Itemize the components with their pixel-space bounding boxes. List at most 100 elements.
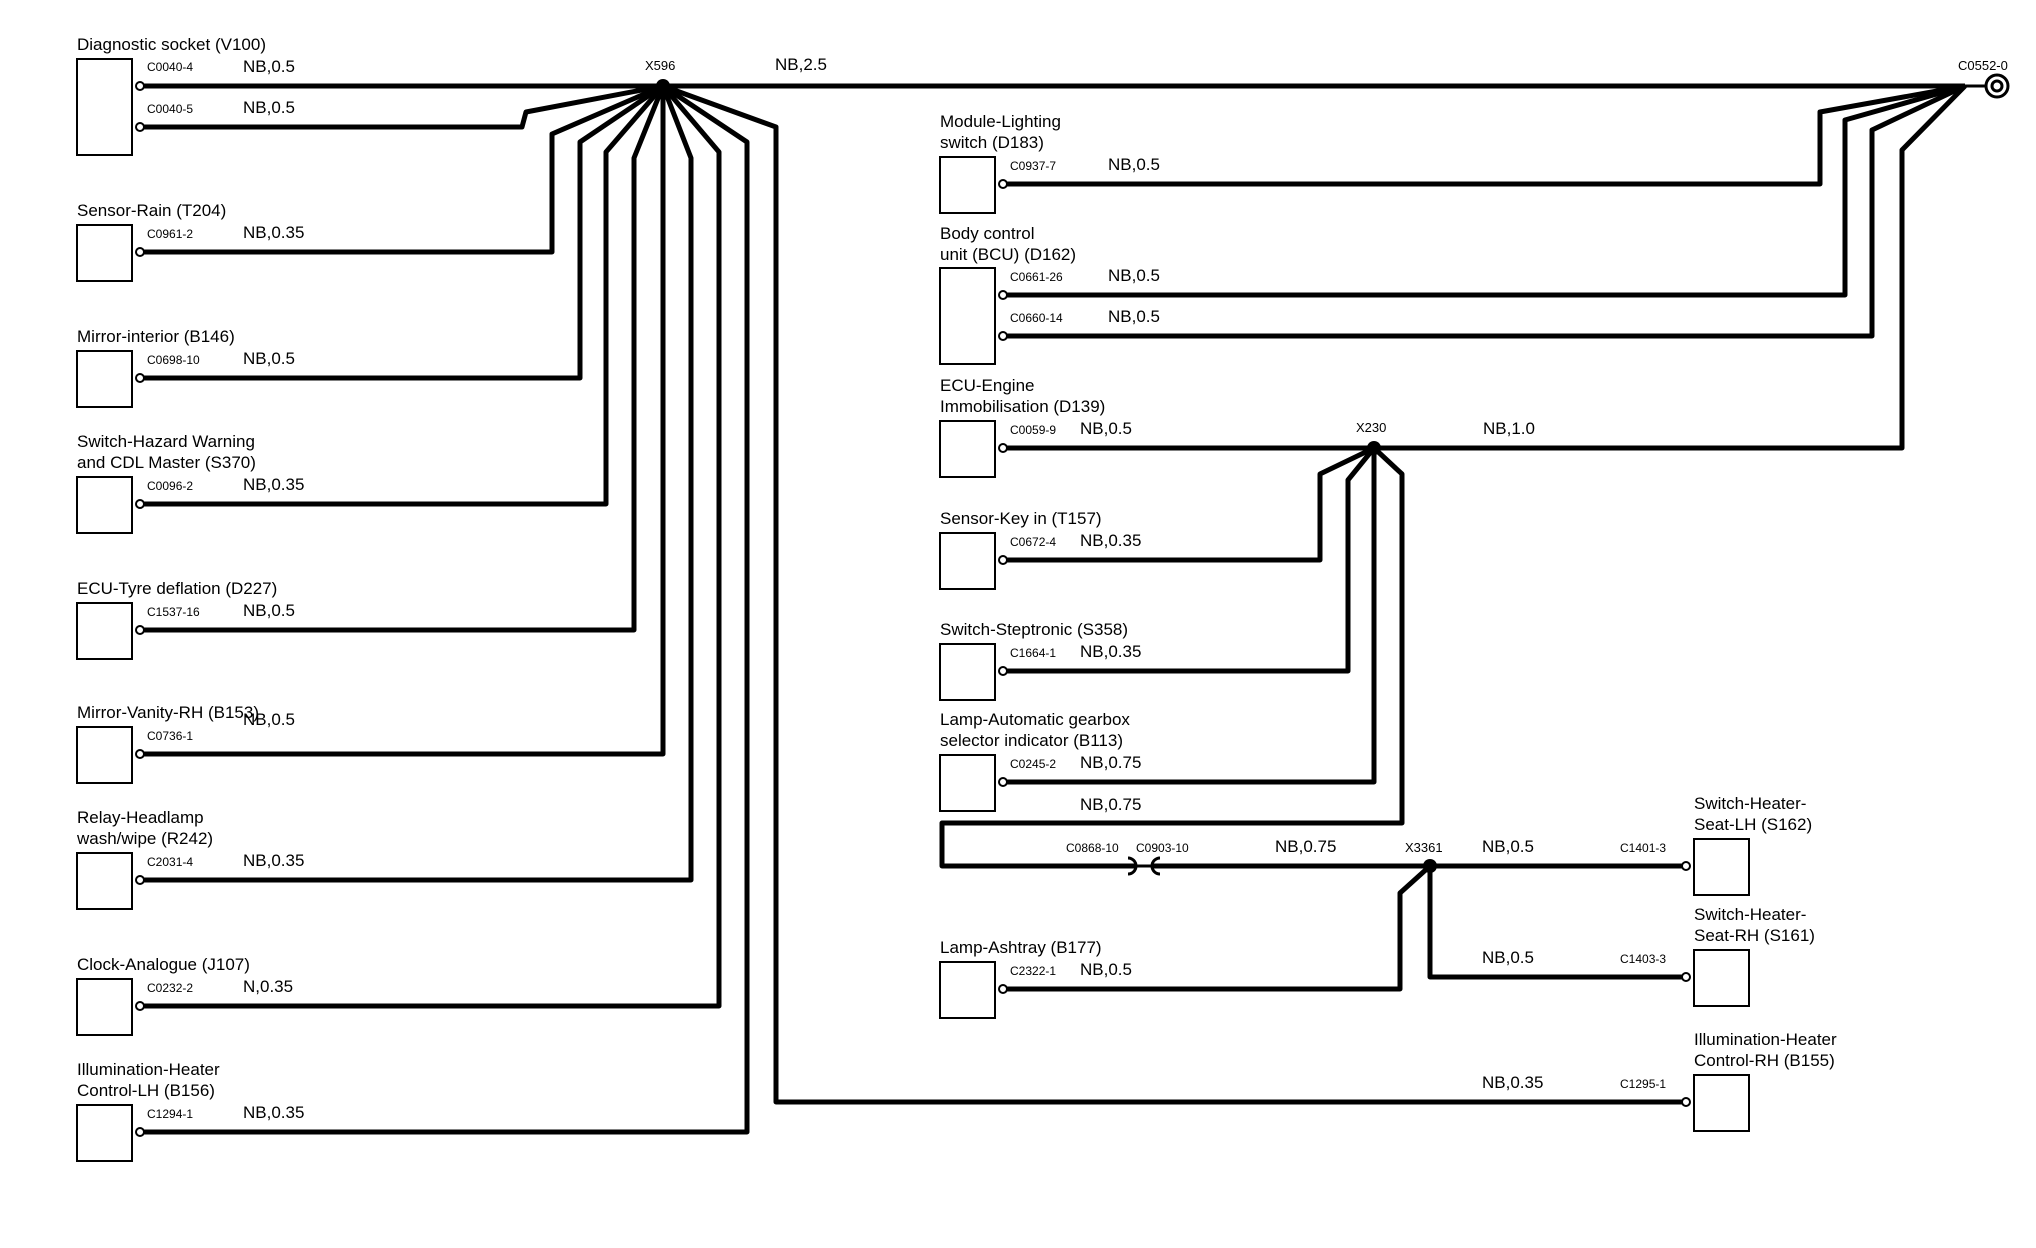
wire-d162-pin26 [1003,83,1966,298]
d139-label-line1: ECU-Engine [940,376,1035,395]
v100-pin4-label: C0040-4 [147,60,193,74]
b177-pin-label: C2322-1 [1010,964,1056,978]
splice-x596 [656,79,670,93]
d162-pin14-label: C0660-14 [1010,311,1063,325]
wire-b146 [140,83,665,381]
wire-t157 [1003,445,1376,563]
s370-label-line2: and CDL Master (S370) [77,453,256,472]
wire-d162-pin14 [1003,83,1967,339]
s358-label: Switch-Steptronic (S358) [940,620,1128,639]
v100-label: Diagnostic socket (V100) [77,35,266,54]
s162-label-line2: Seat-LH (S162) [1694,815,1812,834]
splice-x3361 [1423,859,1437,873]
d162-wire14-label: NB,0.5 [1108,307,1160,326]
b156-wire-label: NB,0.35 [243,1103,304,1122]
wire-b177 [1003,864,1432,992]
wire-s370 [140,84,665,507]
d227-label: ECU-Tyre deflation (D227) [77,579,277,598]
b177-label: Lamp-Ashtray (B177) [940,938,1102,957]
wire-d183 [1003,83,1966,187]
wire-v100-pin5 [140,83,664,130]
inline-connector-icon [1127,856,1161,876]
x230-ground-wire-label: NB,1.0 [1483,419,1535,438]
b153-wire-label: NB,0.5 [243,710,295,729]
b177-box [939,961,996,1019]
s161-label-line1: Switch-Heater- [1694,905,1806,924]
t204-label: Sensor-Rain (T204) [77,201,226,220]
d227-pin-label: C1537-16 [147,605,200,619]
s370-label-line1: Switch-Hazard Warning [77,432,255,451]
d162-label-line2: unit (BCU) (D162) [940,245,1076,264]
v100-wire4-label: NB,0.5 [243,57,295,76]
j107-wire-label: N,0.35 [243,977,293,996]
t204-box [76,224,133,282]
b155-wire-label: NB,0.35 [1482,1073,1543,1092]
b146-label: Mirror-interior (B146) [77,327,235,346]
b146-box [76,350,133,408]
b177-wire-label: NB,0.5 [1080,960,1132,979]
splice-x230-label: X230 [1356,420,1386,435]
d162-wire26-label: NB,0.5 [1108,266,1160,285]
d162-pin26-label: C0661-26 [1010,270,1063,284]
s370-wire-label: NB,0.35 [243,475,304,494]
r242-box [76,852,133,910]
s162-wire-label: NB,0.5 [1482,837,1534,856]
s161-label-line2: Seat-RH (S161) [1694,926,1815,945]
splice-x3361-label: X3361 [1405,840,1443,855]
ground-connector-icon [1965,73,2010,99]
s162-label-line1: Switch-Heater- [1694,794,1806,813]
t157-label: Sensor-Key in (T157) [940,509,1102,528]
v100-box [76,58,133,156]
b113-loop-wire-label: NB,0.75 [1080,795,1141,814]
b155-box [1693,1074,1750,1132]
wire-s161 [1427,866,1686,980]
d162-label-line1: Body control [940,224,1035,243]
splice-x596-label: X596 [645,58,675,73]
d139-wire-label: NB,0.5 [1080,419,1132,438]
s162-box [1693,838,1750,896]
inline-left-label: C0868-10 [1066,841,1119,855]
s161-wire-label: NB,0.5 [1482,948,1534,967]
wire-s358 [1003,446,1376,674]
b113-label-line2: selector indicator (B113) [940,731,1123,750]
d139-label-line2: Immobilisation (D139) [940,397,1105,416]
wire-x230-loop [939,446,1405,869]
d227-box [76,602,133,660]
r242-pin-label: C2031-4 [147,855,193,869]
pin-terminals [135,81,1691,1137]
b146-wire-label: NB,0.5 [243,349,295,368]
b156-pin-label: C1294-1 [147,1107,193,1121]
b155-label-line1: Illumination-Heater [1694,1030,1837,1049]
ground-label: C0552-0 [1958,58,2008,73]
s370-box [76,476,133,534]
d227-wire-label: NB,0.5 [243,601,295,620]
r242-wire-label: NB,0.35 [243,851,304,870]
d183-wire-label: NB,0.5 [1108,155,1160,174]
t157-box [939,532,996,590]
d139-pin-label: C0059-9 [1010,423,1056,437]
d183-box [939,156,996,214]
d183-pin-label: C0937-7 [1010,159,1056,173]
b156-box [76,1104,133,1162]
d162-box [939,267,996,365]
wire-b156 [140,83,750,1135]
b146-pin-label: C0698-10 [147,353,200,367]
j107-label: Clock-Analogue (J107) [77,955,250,974]
r242-label-line1: Relay-Headlamp [77,808,204,827]
s358-wire-label: NB,0.35 [1080,642,1141,661]
b155-label-line2: Control-RH (B155) [1694,1051,1835,1070]
inline-right-label: C0903-10 [1136,841,1189,855]
wire-r242 [140,85,694,883]
s162-pin-label: C1401-3 [1620,841,1666,855]
b153-pin-label: C0736-1 [147,729,193,743]
wire-t204 [140,83,664,255]
wire-d227 [140,85,666,633]
wire-x230-ground [1374,84,1967,451]
b156-label-line1: Illumination-Heater [77,1060,220,1079]
inline-wire-label: NB,0.75 [1275,837,1336,856]
r242-label-line2: wash/wipe (R242) [76,829,213,848]
wire-j107 [140,84,722,1009]
s358-box [939,643,996,701]
s161-box [1693,949,1750,1007]
b113-pin-label: C0245-2 [1010,757,1056,771]
